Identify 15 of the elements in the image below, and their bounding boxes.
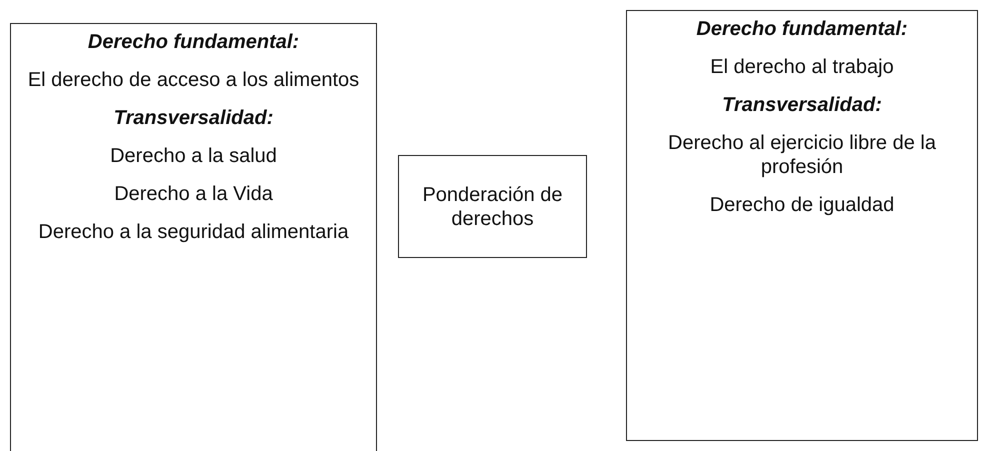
right-text: El derecho de acceso a los alimentos	[28, 68, 360, 92]
right-text: Derecho a la Vida	[114, 182, 273, 206]
section-heading: Derecho fundamental:	[88, 30, 300, 54]
right-text: El derecho al trabajo	[710, 55, 894, 79]
right-text: Derecho al ejercicio libre de la profesión	[667, 131, 937, 179]
rights-box	[10, 23, 377, 451]
concept-box	[398, 155, 587, 258]
section-heading: Transversalidad:	[114, 106, 274, 130]
section-heading: Derecho fundamental:	[696, 17, 908, 41]
right-text: Derecho a la seguridad alimentaria	[38, 220, 349, 244]
right-text: Derecho de igualdad	[710, 193, 894, 217]
rights-box	[626, 10, 978, 441]
right-text: Derecho a la salud	[110, 144, 277, 168]
right-text: Ponderación de derechos	[421, 182, 564, 230]
section-heading: Transversalidad:	[722, 93, 882, 117]
